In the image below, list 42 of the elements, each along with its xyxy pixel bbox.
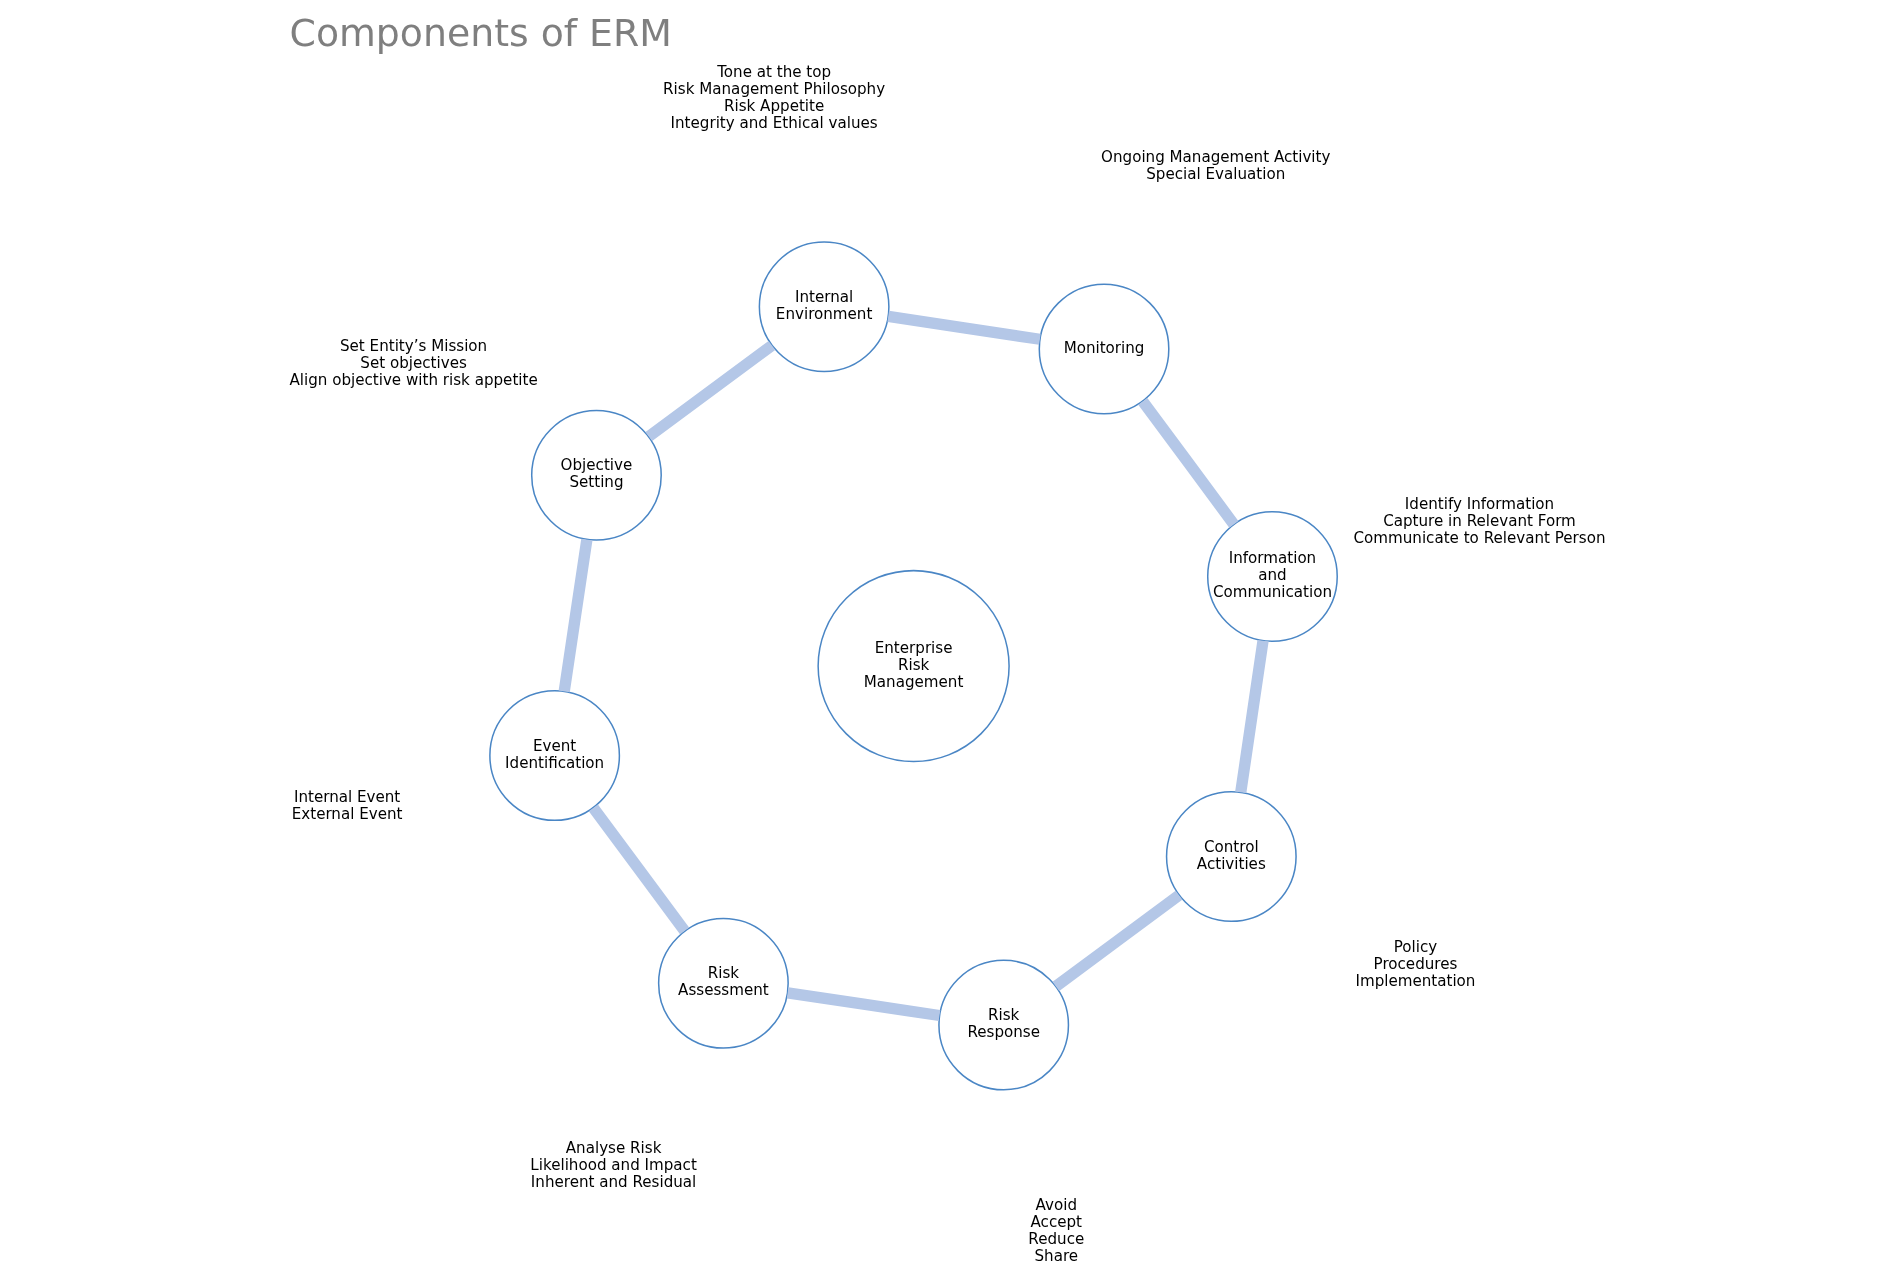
node-label: Policy bbox=[1393, 937, 1437, 956]
diagram-title: Components of ERM bbox=[289, 10, 672, 55]
connector bbox=[786, 987, 940, 1022]
node-circle: Information and Communication bbox=[1206, 511, 1338, 643]
node-circle: Control Activities bbox=[1165, 791, 1297, 923]
node-label: Set Entity’s Mission bbox=[339, 337, 487, 356]
node-circle: Risk Response bbox=[937, 959, 1069, 1091]
connector bbox=[1052, 890, 1182, 991]
node-label: Special Evaluation bbox=[1145, 164, 1285, 183]
node-label: Communicate to Relevant Person bbox=[1353, 529, 1606, 548]
node-circle: Internal Environment bbox=[758, 241, 890, 373]
node-label: Risk Appetite bbox=[723, 96, 824, 115]
node-label: Internal Event bbox=[293, 788, 400, 807]
node-circle: Enterprise Risk Management bbox=[816, 569, 1010, 763]
node-circle: Event Identification bbox=[488, 690, 620, 822]
connector bbox=[558, 538, 592, 693]
node-label: Accept bbox=[1030, 1213, 1082, 1232]
node-label: Align objective with risk appetite bbox=[288, 371, 538, 390]
node-circle: Risk Assessment bbox=[657, 917, 789, 1049]
connector bbox=[588, 804, 689, 935]
node-label: Integrity and Ethical values bbox=[670, 113, 878, 132]
node-label: Analyse Risk bbox=[565, 1139, 661, 1158]
connector bbox=[644, 340, 775, 442]
node-label: Ongoing Management Activity bbox=[1100, 147, 1330, 166]
node-label: Implementation bbox=[1354, 971, 1475, 990]
node-circle: Objective Setting bbox=[530, 409, 662, 541]
node-label: Procedures bbox=[1373, 954, 1457, 973]
node-label: Avoid bbox=[1035, 1196, 1077, 1215]
node-label: Identify Information bbox=[1404, 495, 1554, 514]
node-label: Tone at the top bbox=[716, 62, 831, 81]
node-label: Set objectives bbox=[359, 354, 467, 373]
node-label: Capture in Relevant Form bbox=[1382, 512, 1576, 531]
node-label: Inherent and Residual bbox=[530, 1173, 696, 1192]
node-circle: Monitoring bbox=[1038, 283, 1170, 415]
node-label: Risk Management Philosophy bbox=[662, 79, 885, 98]
connector bbox=[1137, 397, 1238, 528]
connector bbox=[886, 310, 1041, 345]
node-label: Share bbox=[1033, 1247, 1078, 1266]
node-label: Reduce bbox=[1027, 1230, 1084, 1249]
connector bbox=[1234, 639, 1269, 794]
node-label: Likelihood and Impact bbox=[529, 1156, 697, 1175]
node-label: External Event bbox=[291, 805, 402, 824]
